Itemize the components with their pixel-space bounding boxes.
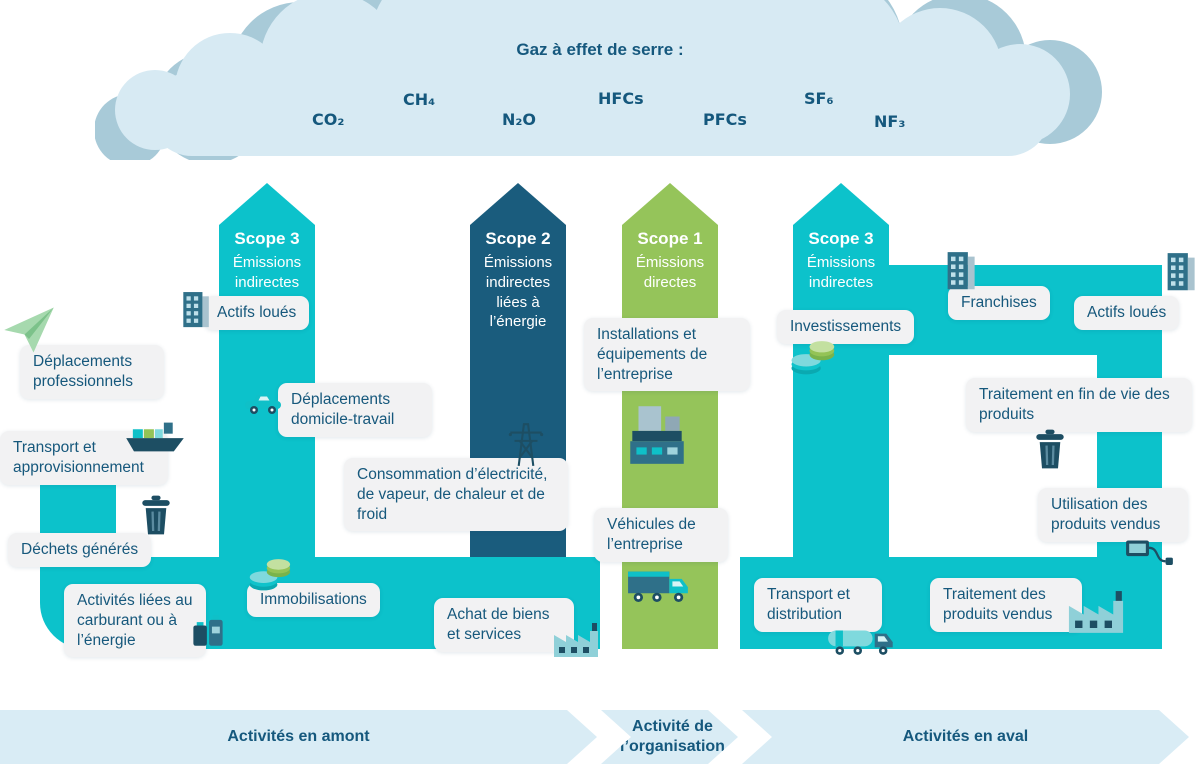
ghg-cloud — [95, 0, 1102, 160]
footer-aval-label: Activités en aval — [902, 728, 1029, 745]
item-transport-distribution: Transport et distribution — [754, 578, 882, 632]
item-actifs-loues-aval: Actifs loués — [1074, 296, 1180, 330]
gas-label-co2: CO₂ — [312, 110, 345, 129]
building-icon — [178, 286, 212, 330]
gas-label-sf6: SF₆ — [804, 89, 834, 108]
tanker-truck-icon — [826, 622, 898, 658]
fuel-icon — [190, 612, 226, 648]
scope1-subtitle: Émissions directes — [635, 254, 705, 291]
gas-label-n2o: N₂O — [502, 110, 536, 129]
item-franchises: Franchises — [948, 286, 1050, 320]
scope3-downstream-title: Scope 3 — [808, 229, 874, 248]
cloud-title: Gaz à effet de serre : — [516, 40, 684, 59]
gas-label-pfcs: PFCs — [703, 110, 747, 129]
building-icon — [1162, 246, 1198, 294]
footer-amont-label: Activités en amont — [227, 728, 370, 745]
scope2-title: Scope 2 — [485, 229, 551, 248]
scope3-upstream-subtitle: Émissions indirectes — [232, 254, 302, 291]
gas-label-nf3: NF₃ — [874, 112, 906, 131]
coins-icon — [248, 558, 294, 592]
factory-icon — [550, 620, 602, 660]
trash-bin-icon — [1034, 428, 1066, 470]
building-icon — [942, 246, 978, 292]
item-domicile-travail: Déplacements domicile-travail — [278, 383, 432, 437]
gas-label-hfcs: HFCs — [598, 89, 644, 108]
car-icon — [241, 390, 285, 416]
item-vehicules-entreprise: Véhicules de l’entreprise — [594, 508, 728, 562]
scope1-title: Scope 1 — [637, 229, 703, 248]
item-traitement-produits-vendus: Traitement des produits vendus — [930, 578, 1082, 632]
coins-icon — [790, 340, 838, 376]
power-pylon-icon — [506, 420, 546, 468]
factory-icon — [1064, 588, 1128, 636]
item-achat-biens-services: Achat de biens et services — [434, 598, 574, 652]
plug-icon — [1124, 538, 1176, 568]
scope1-column: Scope 1 Émissions directes — [622, 183, 718, 649]
footer-arrow-amont: Activités en amont — [0, 710, 597, 764]
footer-arrow-organisation: Activité de l’organisation — [601, 710, 738, 764]
item-installations-equipements: Installations et équipements de l’entrep… — [584, 318, 750, 392]
footer-organisation-label: Activité de l’organisation — [620, 718, 725, 755]
scope3-downstream-subtitle: Émissions indirectes — [806, 254, 876, 291]
item-carburant-energie: Activités liées au carburant ou à l’éner… — [64, 584, 206, 658]
item-investissements: Investissements — [777, 310, 915, 344]
gas-label-ch4: CH₄ — [403, 90, 436, 109]
ship-icon — [124, 420, 186, 454]
item-utilisation-produits: Utilisation des produits vendus — [1038, 488, 1188, 542]
truck-icon — [626, 565, 692, 605]
item-dechets-generes: Déchets générés — [8, 533, 152, 567]
machines-icon — [624, 398, 690, 470]
footer-arrow-aval: Activités en aval — [742, 710, 1189, 764]
item-consommation-electricite: Consommation d’électricité, de vapeur, d… — [344, 458, 568, 532]
item-deplacements-professionnels: Déplacements professionnels — [20, 345, 164, 399]
item-fin-de-vie: Traitement en fin de vie des produits — [966, 378, 1192, 432]
trash-bin-icon — [140, 494, 172, 536]
scope2-subtitle: Émissions indirectes liées à l’énergie — [483, 254, 553, 331]
item-actifs-loues-amont: Actifs loués — [204, 296, 310, 330]
scope3-upstream-title: Scope 3 — [234, 229, 300, 248]
plane-icon — [2, 303, 56, 357]
